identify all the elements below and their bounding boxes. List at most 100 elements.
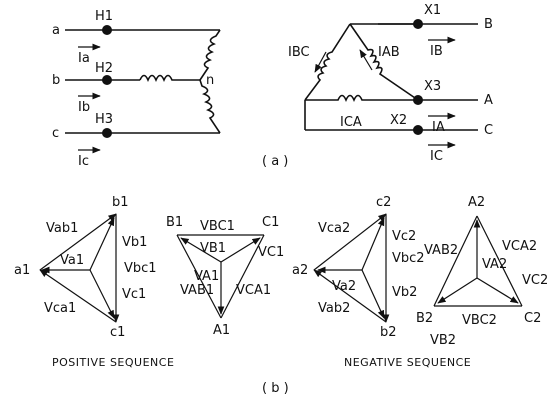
phasor-vc1 <box>89 269 115 319</box>
label-VBC2: VBC2 <box>462 313 497 328</box>
caption-b: ( b ) <box>262 381 289 396</box>
current-IAB: IAB <box>378 45 400 60</box>
arrow-ibc <box>314 51 327 73</box>
label-vc1: Vc1 <box>122 287 146 302</box>
node-B2: B2 <box>416 311 433 326</box>
label-positive-sequence: POSITIVE SEQUENCE <box>52 356 174 369</box>
node-c2: c2 <box>376 195 391 210</box>
coil-bc <box>304 23 351 101</box>
bushing-x1: X1 <box>424 3 441 18</box>
current-IA: IA <box>432 120 445 135</box>
terminal-a: a <box>52 23 60 38</box>
current-ic: Ic <box>78 154 89 169</box>
phasor-vca1 <box>39 269 117 323</box>
node-b2: b2 <box>380 325 397 340</box>
terminal-A: A <box>484 93 493 108</box>
phasor-VB2 <box>437 277 478 304</box>
bushing-dot-x1 <box>413 19 423 29</box>
negative-delta-phasor: A2 B2 C2 VAB2 VCA2 VBC2 VA2 VB2 VC2 <box>416 195 548 348</box>
label-VA2: VA2 <box>482 257 507 272</box>
phasor-vab2 <box>313 269 387 323</box>
terminal-C: C <box>484 123 493 138</box>
label-vc2: Vc2 <box>392 229 416 244</box>
bushing-x3: X3 <box>424 79 441 94</box>
bushing-dot-h1 <box>102 25 112 35</box>
bushing-dot-x2 <box>413 125 423 135</box>
label-vab2: Vab2 <box>318 301 350 316</box>
label-vca1: Vca1 <box>44 301 76 316</box>
label-va1: Va1 <box>60 253 84 268</box>
label-VAB1: VAB1 <box>180 283 214 298</box>
label-VAB2: VAB2 <box>424 243 458 258</box>
phasor-VB1 <box>180 237 222 263</box>
label-VA1: VA1 <box>194 269 219 284</box>
label-VBC1: VBC1 <box>200 219 235 234</box>
bushing-dot-x3 <box>413 95 423 105</box>
label-vbc2: Vbc2 <box>392 251 425 266</box>
arrow-iab <box>359 49 373 71</box>
label-vb1: Vb1 <box>122 235 147 250</box>
positive-delta-phasor: B1 C1 A1 VBC1 VAB1 VCA1 VB1 VC1 VA1 <box>166 215 284 338</box>
bushing-dot-h3 <box>102 128 112 138</box>
positive-wye-phasor: b1 a1 c1 Vab1 Vbc1 Vca1 Va1 Vb1 Vc1 <box>14 195 157 340</box>
bushing-dot-h2 <box>102 75 112 85</box>
label-vbc1: Vbc1 <box>124 261 157 276</box>
bushing-x2: X2 <box>390 113 407 128</box>
label-vab1: Vab1 <box>46 221 78 236</box>
coil-ab <box>349 23 419 101</box>
node-c1: c1 <box>110 325 125 340</box>
current-ia: Ia <box>78 51 90 66</box>
coil-a <box>199 29 221 81</box>
side-ab2 <box>433 215 478 307</box>
caption-a: ( a ) <box>262 154 288 169</box>
bushing-h1: H1 <box>95 9 113 24</box>
phasor-vb2 <box>361 269 385 319</box>
wye-winding: a b c H1 H2 H3 Ia Ib Ic n <box>52 9 221 169</box>
current-IBC: IBC <box>288 45 310 60</box>
current-IB: IB <box>430 44 443 59</box>
label-vb2: Vb2 <box>392 285 417 300</box>
side-ab1 <box>176 234 222 319</box>
label-vca2: Vca2 <box>318 221 350 236</box>
phasor-VC2 <box>476 277 519 304</box>
coil-c <box>199 79 221 134</box>
label-VC1: VC1 <box>258 245 284 260</box>
label-VC2: VC2 <box>522 273 548 288</box>
label-va2: Va2 <box>332 279 356 294</box>
coil-b <box>139 74 200 82</box>
label-VCA1: VCA1 <box>236 283 271 298</box>
label-VB2: VB2 <box>430 333 456 348</box>
node-A1: A1 <box>213 323 230 338</box>
current-ICA: ICA <box>340 115 362 130</box>
negative-wye-phasor: c2 a2 b2 Vca2 Vbc2 Vab2 Va2 Vb2 Vc2 <box>292 195 425 340</box>
side-ca1 <box>220 234 265 319</box>
phasor-vb1 <box>89 217 115 271</box>
terminal-c: c <box>52 126 59 141</box>
phasor-vc2 <box>361 217 385 271</box>
bushing-h3: H3 <box>95 112 113 127</box>
phasor-vab1 <box>39 213 117 271</box>
bushing-h2: H2 <box>95 61 113 76</box>
node-C1: C1 <box>262 215 279 230</box>
label-negative-sequence: NEGATIVE SEQUENCE <box>344 356 471 369</box>
side-ca2 <box>476 215 523 307</box>
label-VCA2: VCA2 <box>502 239 537 254</box>
label-VB1: VB1 <box>200 241 226 256</box>
node-B1: B1 <box>166 215 183 230</box>
node-C2: C2 <box>524 311 541 326</box>
node-a2: a2 <box>292 263 308 278</box>
terminal-B: B <box>484 17 493 32</box>
node-A2: A2 <box>468 195 485 210</box>
delta-winding: B A C X1 X3 X2 IB IA IC IBC IAB ICA <box>288 3 493 164</box>
current-IC: IC <box>430 149 443 164</box>
neutral-n: n <box>206 73 214 88</box>
phasor-vca2 <box>313 213 387 271</box>
node-a1: a1 <box>14 263 30 278</box>
coil-ca <box>305 94 418 102</box>
phasor-VC1 <box>220 237 261 263</box>
terminal-b: b <box>52 73 60 88</box>
current-ib: Ib <box>78 100 90 115</box>
node-b1: b1 <box>112 195 129 210</box>
